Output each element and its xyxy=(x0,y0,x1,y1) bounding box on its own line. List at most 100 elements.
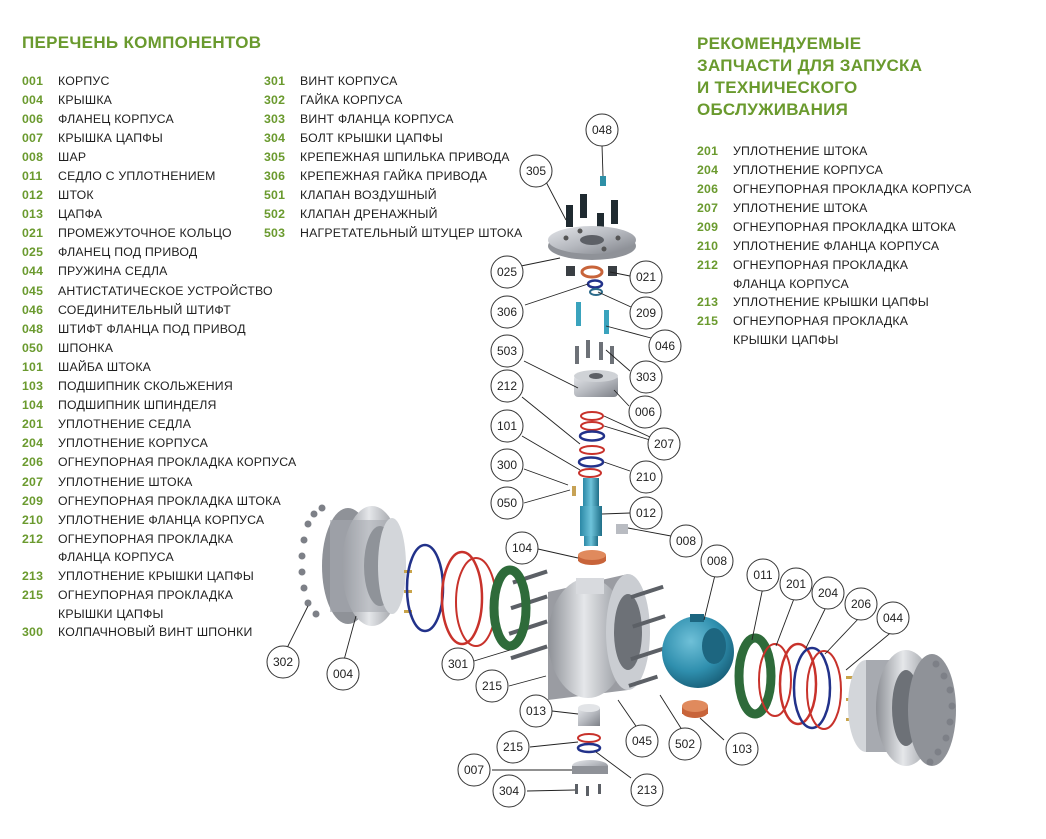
part-code: 204 xyxy=(22,436,44,451)
spares-heading: РЕКОМЕНДУЕМЫЕ ЗАПЧАСТИ ДЛЯ ЗАПУСКА И ТЕХ… xyxy=(697,33,922,121)
part-name: ФЛАНЕЦ ПОД ПРИВОД xyxy=(58,245,198,260)
part-name: ПРУЖИНА СЕДЛА xyxy=(58,264,168,279)
part-code: 007 xyxy=(22,130,44,145)
callout-label: 304 xyxy=(499,784,519,798)
callout-label: 204 xyxy=(818,586,838,600)
callout-label: 213 xyxy=(637,783,657,797)
callout-label: 012 xyxy=(636,506,656,520)
part-code: 046 xyxy=(22,302,44,317)
part-code: 006 xyxy=(22,111,44,126)
component-list-item: 045 АНТИСТАТИЧЕСКОЕ УСТРОЙСТВО xyxy=(22,281,296,300)
part-name: КРЫШКА ЦАПФЫ xyxy=(58,130,163,145)
callout-label: 306 xyxy=(497,305,517,319)
part-code: 207 xyxy=(22,474,44,489)
part-code: 301 xyxy=(264,73,286,88)
callout-label: 502 xyxy=(675,737,695,751)
callout-025: 025 xyxy=(490,255,524,289)
callout-label: 207 xyxy=(654,437,674,451)
part-name: ВИНТ ФЛАНЦА КОРПУСА xyxy=(300,111,454,126)
callout-label: 013 xyxy=(526,704,546,718)
part-name: ПРОМЕЖУТОЧНОЕ КОЛЬЦО xyxy=(58,226,232,241)
part-name: ОГНЕУПОРНАЯ ПРОКЛАДКА ШТОКА xyxy=(733,219,956,234)
part-code: 206 xyxy=(22,455,44,470)
callout-013: 013 xyxy=(519,694,553,728)
part-code: 001 xyxy=(22,73,44,88)
part-code: 305 xyxy=(264,149,286,164)
part-code: 103 xyxy=(22,379,44,394)
callout-label: 006 xyxy=(635,405,655,419)
part-name: ШТИФТ ФЛАНЦА ПОД ПРИВОД xyxy=(58,321,246,336)
part-name: ФЛАНЦА КОРПУСА xyxy=(58,550,174,565)
part-name: ОГНЕУПОРНАЯ ПРОКЛАДКА xyxy=(733,314,909,329)
callout-label: 301 xyxy=(448,657,468,671)
part-code: 300 xyxy=(22,625,44,640)
callout-label: 210 xyxy=(636,470,656,484)
key xyxy=(572,486,576,496)
part-code: 045 xyxy=(22,283,44,298)
part-code: 213 xyxy=(697,295,719,310)
part-name: УПЛОТНЕНИЕ КРЫШКИ ЦАПФЫ xyxy=(58,568,254,583)
callout-label: 104 xyxy=(512,541,532,555)
callout-label: 302 xyxy=(273,655,293,669)
part-name: АНТИСТАТИЧЕСКОЕ УСТРОЙСТВО xyxy=(58,283,273,298)
components-heading: ПЕРЕЧЕНЬ КОМПОНЕНТОВ xyxy=(22,33,262,52)
callout-label: 300 xyxy=(497,458,517,472)
trunnion-assembly xyxy=(572,704,608,796)
callout-008: 008 xyxy=(669,524,703,558)
part-name: СЕДЛО С УПЛОТНЕНИЕМ xyxy=(58,169,216,184)
callout-048: 048 xyxy=(585,113,619,147)
callout-300: 300 xyxy=(490,448,524,482)
part-code: 104 xyxy=(22,398,44,413)
callout-008: 008 xyxy=(700,544,734,578)
part-name: ФЛАНЕЦ КОРПУСА xyxy=(58,111,174,126)
callout-210: 210 xyxy=(629,460,663,494)
part-name: УПЛОТНЕНИЕ КОРПУСА xyxy=(733,162,884,177)
part-name: КРЫШКИ ЦАПФЫ xyxy=(733,332,839,347)
callout-304: 304 xyxy=(492,774,526,808)
part-name: КРЕПЕЖНАЯ ГАЙКА ПРИВОДА xyxy=(300,169,488,184)
small-insert xyxy=(616,524,628,534)
actuator-stud xyxy=(580,194,587,218)
callout-label: 046 xyxy=(655,339,675,353)
part-code: 304 xyxy=(264,130,286,145)
dowel-pin xyxy=(576,302,581,326)
callout-label: 004 xyxy=(333,667,353,681)
part-name: НАГРЕТАТЕЛЬНЫЙ ШТУЦЕР ШТОКА xyxy=(300,226,523,241)
callout-label: 103 xyxy=(732,742,752,756)
callout-209: 209 xyxy=(629,296,663,330)
part-code: 207 xyxy=(697,200,719,215)
callout-046: 046 xyxy=(648,329,682,363)
part-code: 210 xyxy=(697,239,719,254)
part-code: 302 xyxy=(264,92,286,107)
part-name: КРЫШКА xyxy=(58,92,113,107)
part-name: ОГНЕУПОРНАЯ ПРОКЛАДКА xyxy=(58,531,234,546)
part-code: 210 xyxy=(22,512,44,527)
part-code: 206 xyxy=(697,181,719,196)
callout-label: 011 xyxy=(753,568,772,582)
callout-215: 215 xyxy=(475,669,509,703)
trunnion xyxy=(578,708,600,726)
spare-list-item: КРЫШКИ ЦАПФЫ xyxy=(697,331,971,349)
